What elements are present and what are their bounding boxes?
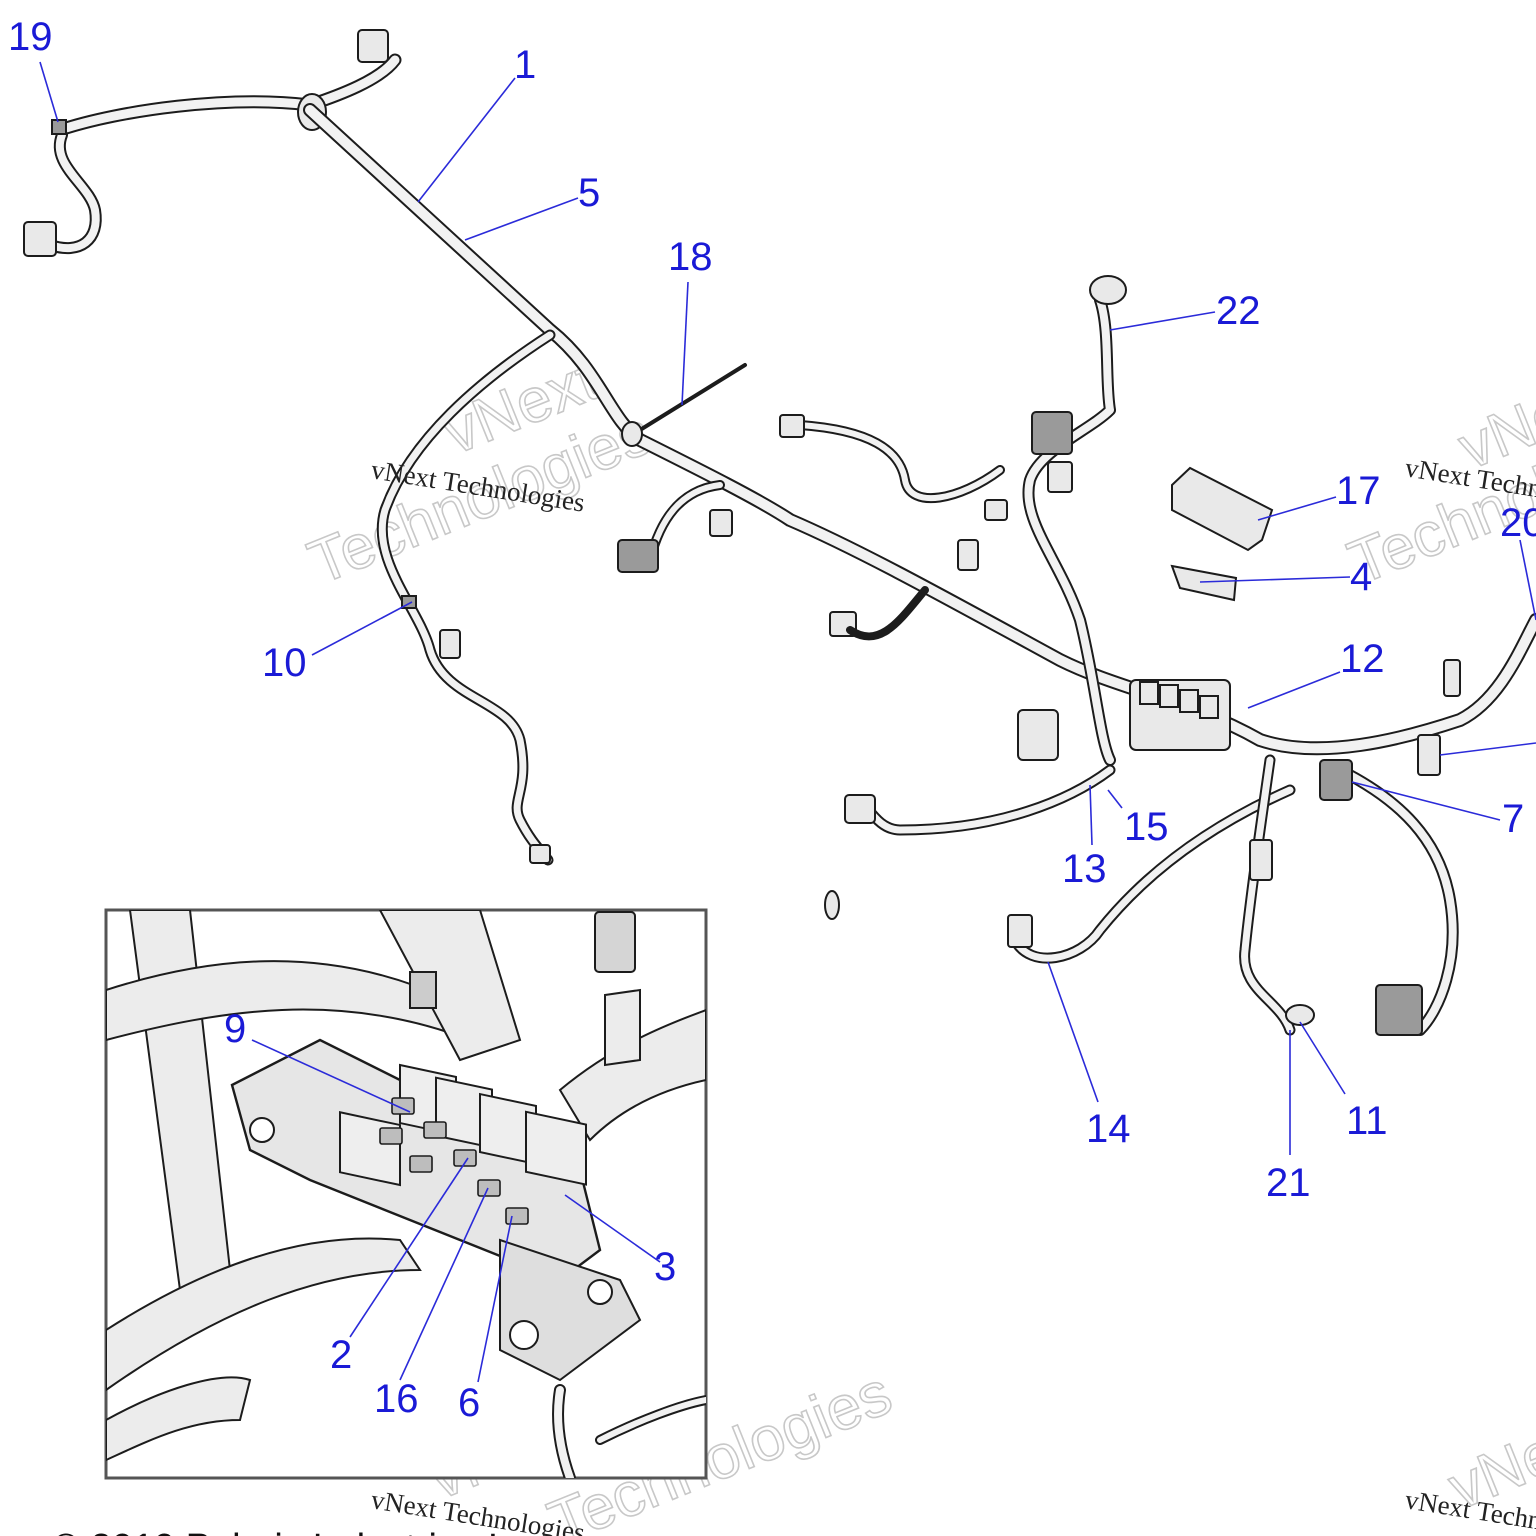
twin-connector [1375,984,1423,1036]
relay-module [1017,709,1059,761]
callout-16: 16 [374,1377,419,1421]
module-17 [1171,466,1274,552]
relay-row [1139,681,1219,719]
callout-10: 10 [262,641,307,685]
callout-7: 7 [1502,797,1524,841]
callout-13: 13 [1062,847,1107,891]
callout-20: 20 [1500,501,1536,545]
callout-12: 12 [1340,637,1385,681]
callout-22: 22 [1216,289,1261,333]
connector-upper-cluster [1031,411,1073,455]
connector-upper-right [1443,659,1461,697]
inset-relays [339,1063,587,1187]
callout-3: 3 [654,1245,676,1289]
connector-center-a [617,539,659,573]
callout-14: 14 [1086,1107,1131,1151]
connector-upper-mid [779,414,805,438]
callout-5: 5 [578,171,600,215]
ground-ring-22 [1089,275,1127,305]
callout-4: 4 [1350,555,1372,599]
clip-11 [1285,1004,1315,1026]
connector-center-b [709,509,733,537]
callout-17: 17 [1336,469,1381,513]
callout-21: 21 [1266,1161,1311,1205]
callout-6: 6 [458,1381,480,1425]
cable-tie-18 [621,421,643,447]
connector-upper-cluster-b [1047,461,1073,493]
loose-clip [824,890,840,920]
connector-14 [1007,914,1033,948]
label-4 [1170,564,1238,602]
connector-small-2 [957,539,979,571]
callout-labels: 19 1 5 18 22 17 20 4 10 12 7 15 13 14 11… [8,15,1536,1425]
copyright-text: © 2019 Polaris Industries Inc. [52,1527,549,1536]
inset-fuses [379,1097,529,1225]
callout-18: 18 [668,235,713,279]
connector-10a [439,629,461,659]
leader-lines [39,61,1536,1155]
connector-left [23,221,57,257]
detail-inset [104,908,708,1480]
callout-1: 1 [514,43,536,87]
connector-lower-left [844,794,876,824]
callout-11: 11 [1346,1099,1388,1143]
connector-10b [529,844,551,864]
connector-7 [1319,759,1353,801]
connector-vertical [1249,839,1273,881]
clip-19 [51,119,67,135]
callout-2: 2 [330,1333,352,1377]
callout-15: 15 [1124,805,1169,849]
connector-small-1 [984,499,1008,521]
callout-19: 19 [8,15,53,59]
connector-right [1417,734,1441,776]
callout-9: 9 [224,1007,246,1051]
connector-top [357,29,389,63]
main-harness [23,29,1536,1036]
